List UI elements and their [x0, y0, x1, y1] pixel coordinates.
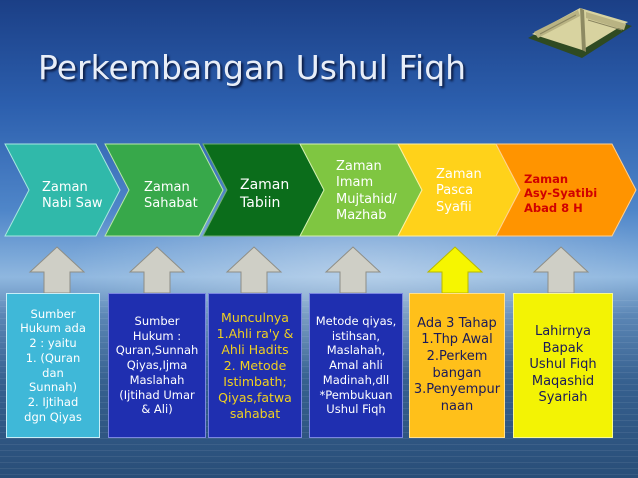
stage-1-chevron	[4, 143, 121, 237]
stage-1-detail: Sumber Hukum ada 2 : yaitu 1. (Quran dan…	[6, 293, 100, 438]
stage-4-label: Zaman Imam Mujtahid/ Mazhab	[336, 159, 397, 223]
arrow-up-icon	[324, 246, 382, 294]
arrow-up-icon	[28, 246, 86, 294]
book-icon	[528, 8, 632, 58]
stage-6-label: Zaman Asy-Syatibi Abad 8 H	[524, 172, 598, 215]
stage-5-label: Zaman Pasca Syafii	[436, 167, 482, 215]
stage-5-detail: Ada 3 Tahap 1.Thp Awal 2.Perkem bangan 3…	[409, 293, 505, 438]
stage-1-label: Zaman Nabi Saw	[42, 180, 103, 212]
arrow-up-icon	[426, 246, 484, 294]
stage-2-detail: Sumber Hukum : Quran,Sunnah Qiyas,Ijma M…	[108, 293, 206, 438]
stage-6-chevron	[495, 143, 637, 237]
arrow-up-icon	[128, 246, 186, 294]
stage-2-chevron	[104, 143, 224, 237]
stage-4-detail: Metode qiyas, istihsan, Maslahah, Amal a…	[309, 293, 403, 438]
arrow-up-icon	[532, 246, 590, 294]
page-title: Perkembangan Ushul Fiqh	[38, 48, 467, 87]
stage-2-label: Zaman Sahabat	[144, 180, 198, 212]
stage-3-detail: Munculnya 1.Ahli ra'y & Ahli Hadits 2. M…	[208, 293, 302, 438]
stage-6-detail: Lahirnya Bapak Ushul Fiqh Maqashid Syari…	[513, 293, 613, 438]
arrow-up-icon	[225, 246, 283, 294]
stage-3-label: Zaman Tabiin	[240, 177, 290, 211]
